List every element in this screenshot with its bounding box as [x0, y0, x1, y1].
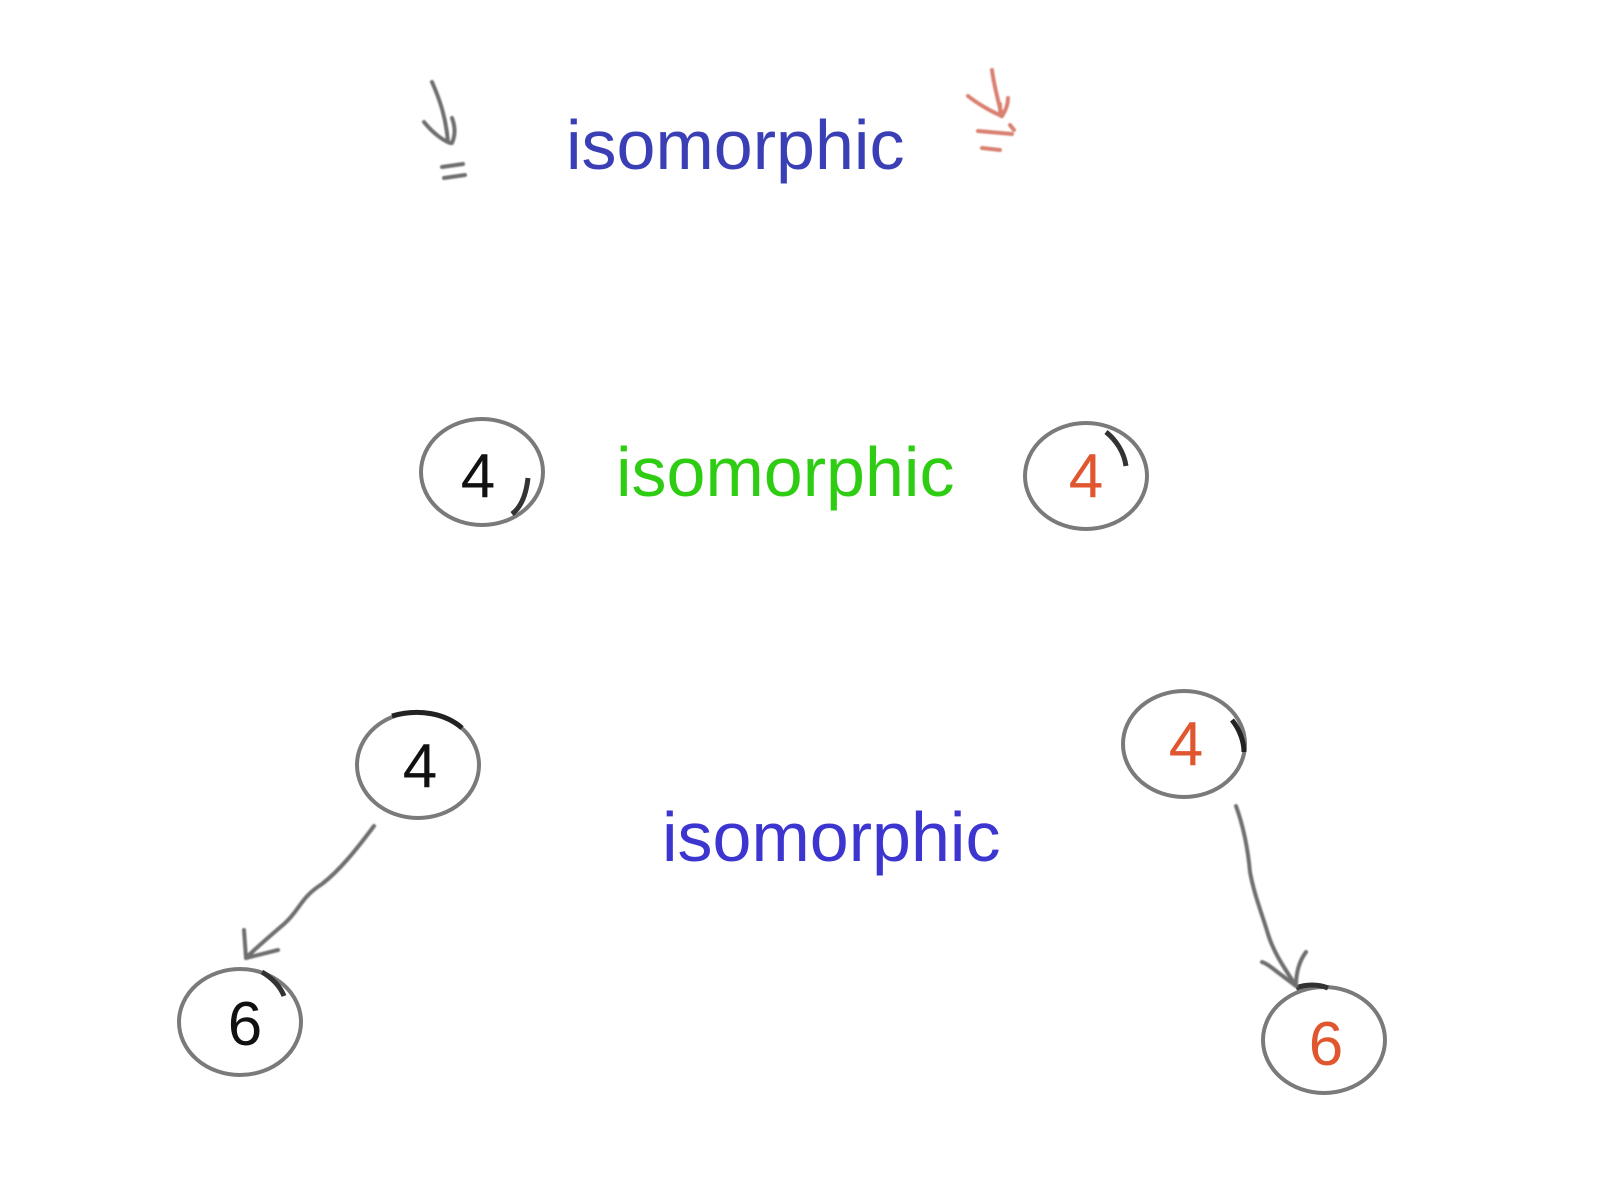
- node-circle: [1261, 982, 1387, 1095]
- node-value-right-root-bottom: 4: [1168, 710, 1204, 779]
- node-circle: [177, 967, 303, 1077]
- node-circle: [355, 709, 481, 820]
- node-circle: [419, 417, 545, 527]
- node-circle: [1121, 689, 1247, 799]
- null-down-arrow-icon: [422, 80, 467, 180]
- isomorphic-label-bottom: isomorphic: [662, 798, 1001, 876]
- node-value-left-child-bottom: 6: [227, 990, 263, 1059]
- edge-arrow: [1234, 804, 1308, 988]
- null-down-arrow-icon: [966, 68, 1016, 152]
- isomorphic-label-middle: isomorphic: [616, 433, 955, 511]
- node-value-left-root-bottom: 4: [402, 732, 438, 801]
- node-value-left-root-middle: 4: [460, 442, 496, 511]
- isomorphic-label-top: isomorphic: [566, 106, 905, 184]
- edge-arrow: [242, 824, 376, 960]
- node-value-right-child-bottom: 6: [1308, 1010, 1344, 1079]
- node-value-right-root-middle: 4: [1068, 442, 1104, 511]
- node-circle: [1023, 421, 1149, 531]
